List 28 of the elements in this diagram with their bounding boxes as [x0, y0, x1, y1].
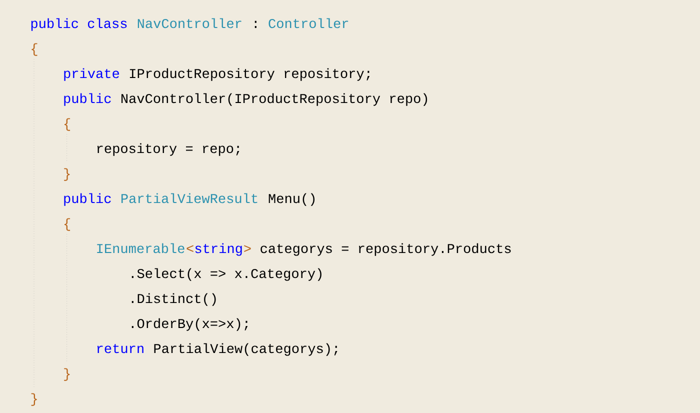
- code-text: }: [64, 368, 70, 381]
- code-text: NavController(IProductRepository repo): [121, 93, 428, 106]
- code-text: .Select(x => x.Category): [132, 268, 322, 281]
- code-text: public: [64, 193, 111, 206]
- code-text: IEnumerable: [97, 243, 184, 254]
- code-text: PartialView(categorys);: [154, 343, 338, 356]
- code-text: Controller: [268, 18, 348, 28]
- code-text: :: [254, 20, 256, 28]
- code-text: NavController: [138, 18, 242, 28]
- code-text: public: [64, 93, 111, 106]
- code-text: categorys = repository.Products: [260, 243, 511, 256]
- code-text: .Distinct(): [132, 293, 216, 306]
- code-text: }: [31, 393, 37, 406]
- code-text: string: [195, 243, 242, 256]
- code-text: .OrderBy(x=>x);: [132, 318, 248, 331]
- code-text: >: [244, 245, 251, 252]
- code-text: <: [186, 245, 194, 252]
- code-text: PartialViewResult: [121, 193, 258, 204]
- code-text: public class: [31, 18, 127, 31]
- code-text: private: [64, 68, 120, 81]
- code-text: repository = repo;: [97, 143, 240, 156]
- code-text: {: [32, 43, 38, 56]
- code-text: Menu(): [268, 193, 314, 206]
- code-text: IProductRepository repository;: [130, 68, 370, 81]
- code-text: }: [64, 168, 70, 181]
- code-text: {: [64, 218, 70, 231]
- code-text: {: [64, 118, 70, 131]
- code-text: return: [97, 344, 144, 354]
